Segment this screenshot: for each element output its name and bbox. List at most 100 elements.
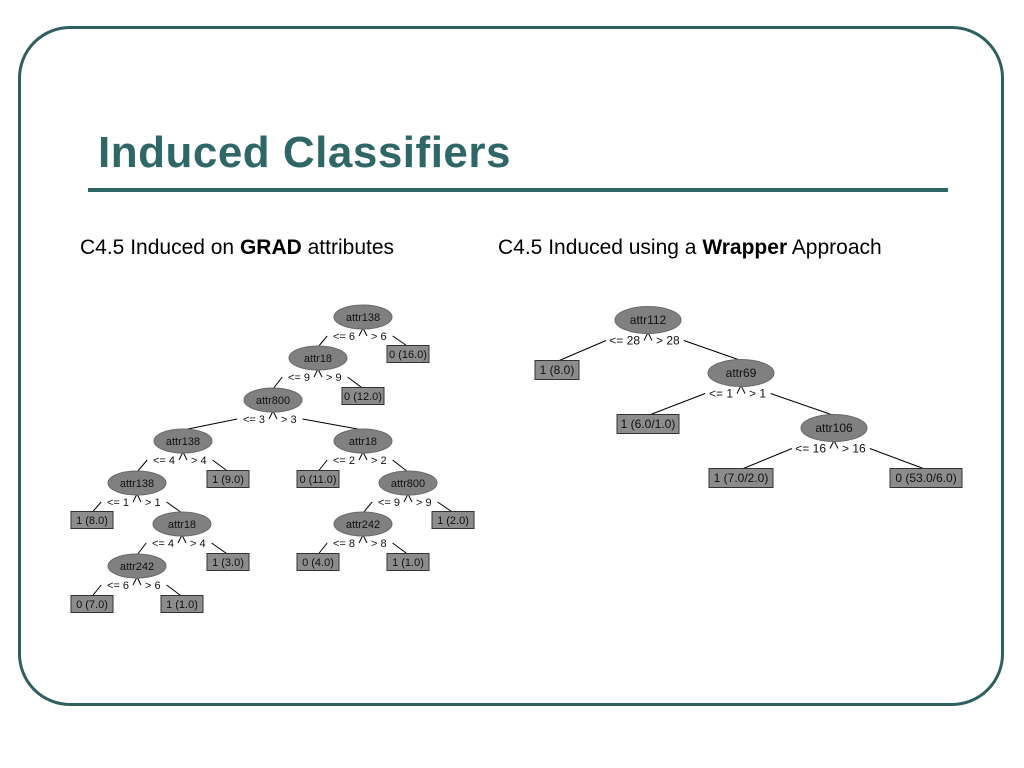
edge-line — [317, 459, 328, 472]
edge-line — [347, 376, 364, 389]
leaf-node — [70, 511, 114, 529]
attribute-node — [707, 359, 775, 387]
leaf-node — [708, 468, 774, 488]
leaf-node-label: 0 (4.0) — [302, 557, 334, 569]
edge-line — [392, 335, 409, 347]
left-tree-caption: C4.5 Induced on GRAD attributes — [80, 236, 394, 260]
edge-label: > 28 — [656, 334, 680, 348]
attribute-node — [107, 553, 167, 579]
attribute-node-label: attr18 — [304, 353, 332, 365]
leaf-node — [70, 595, 114, 613]
slide-frame — [18, 26, 1004, 706]
edge-line — [182, 418, 238, 431]
edge-label: <= 3 — [243, 414, 265, 426]
attribute-node — [800, 414, 868, 442]
attribute-node-label: attr800 — [391, 478, 425, 490]
leaf-node — [160, 595, 204, 613]
attribute-node — [333, 428, 393, 454]
leaf-node-label: 1 (6.0/1.0) — [621, 417, 676, 431]
edge-label: > 3 — [281, 414, 297, 426]
attribute-node-label: attr800 — [256, 395, 290, 407]
right-tree-caption: C4.5 Induced using a Wrapper Approach — [498, 236, 882, 260]
right-caption-prefix: C4.5 Induced using a — [498, 236, 703, 259]
leaf-node — [431, 511, 475, 529]
edge-line — [302, 418, 364, 431]
edge-line — [211, 542, 229, 555]
attribute-node-label: attr138 — [346, 312, 380, 324]
edge-line — [136, 459, 148, 473]
edge-label: > 8 — [371, 538, 387, 550]
leaf-node-label: 0 (16.0) — [389, 349, 427, 361]
edge-label: > 1 — [145, 497, 161, 509]
leaf-node — [206, 470, 250, 488]
leaf-node-label: 0 (53.0/6.0) — [895, 471, 956, 485]
edge-line — [392, 542, 409, 555]
attribute-node-label: attr138 — [120, 478, 154, 490]
leaf-node — [616, 414, 680, 434]
attribute-node — [333, 511, 393, 537]
attribute-node-label: attr242 — [120, 561, 154, 573]
left-caption-bold: GRAD — [239, 236, 302, 259]
edge-line — [91, 501, 102, 513]
leaf-node — [206, 553, 250, 571]
edge-line — [437, 501, 454, 513]
edge-line — [272, 376, 283, 390]
leaf-node — [296, 470, 340, 488]
slide-title: Induced Classifiers — [98, 128, 511, 177]
attribute-node — [152, 511, 212, 537]
grad-decision-tree: <= 6> 6<= 9> 9<= 3> 3<= 4> 4<= 2> 2<= 1>… — [70, 304, 475, 613]
edge-label: <= 9 — [288, 372, 310, 384]
leaf-node-label: 1 (8.0) — [540, 363, 575, 377]
edge-label: <= 4 — [153, 455, 175, 467]
edge-line — [869, 448, 927, 470]
attribute-node-label: attr69 — [726, 366, 757, 380]
edge-label: <= 6 — [333, 331, 355, 343]
edge-label: <= 8 — [333, 538, 355, 550]
edge-label: <= 16 — [795, 442, 826, 456]
edge-label: > 16 — [842, 442, 866, 456]
leaf-node — [386, 345, 430, 363]
leaf-node-label: 0 (11.0) — [299, 474, 336, 486]
attribute-node-label: attr138 — [166, 436, 200, 448]
edge-label: <= 28 — [609, 334, 640, 348]
edge-label: > 9 — [326, 372, 342, 384]
leaf-node — [889, 468, 963, 488]
left-caption-prefix: C4.5 Induced on — [80, 236, 240, 259]
edge-label: > 6 — [145, 580, 161, 592]
attribute-node — [243, 387, 303, 413]
edge-line — [740, 448, 793, 470]
leaf-node-label: 0 (7.0) — [76, 599, 108, 611]
leaf-node-label: 1 (7.0/2.0) — [714, 471, 769, 485]
attribute-node-label: attr112 — [630, 313, 667, 327]
edge-line — [556, 340, 607, 362]
edge-label: > 6 — [371, 331, 387, 343]
edge-line — [91, 584, 102, 597]
leaf-node-label: 1 (8.0) — [76, 515, 108, 527]
attribute-node-label: attr18 — [168, 519, 196, 531]
leaf-node-label: 1 (1.0) — [392, 557, 424, 569]
edge-line — [166, 501, 183, 514]
leaf-node — [534, 360, 580, 380]
attribute-node — [333, 304, 393, 330]
leaf-node — [386, 553, 430, 571]
edge-label: <= 4 — [152, 538, 174, 550]
attribute-node-label: attr18 — [349, 436, 377, 448]
edge-line — [392, 459, 409, 473]
edge-label: <= 9 — [378, 497, 400, 509]
attribute-node — [288, 345, 348, 371]
attribute-node — [107, 470, 167, 496]
right-caption-suffix: Approach — [787, 236, 882, 259]
edge-line — [317, 542, 328, 555]
edge-label: > 9 — [416, 497, 432, 509]
attribute-node — [614, 306, 682, 334]
edge-line — [683, 340, 742, 361]
edge-line — [770, 393, 835, 416]
leaf-node-label: 1 (2.0) — [437, 515, 469, 527]
leaf-node-label: 0 (12.0) — [344, 391, 382, 403]
edge-label: <= 6 — [107, 580, 129, 592]
leaf-node-label: 1 (3.0) — [212, 557, 244, 569]
edge-label: <= 1 — [709, 387, 733, 401]
leaf-node — [341, 387, 385, 405]
leaf-node-label: 1 (9.0) — [212, 474, 244, 486]
